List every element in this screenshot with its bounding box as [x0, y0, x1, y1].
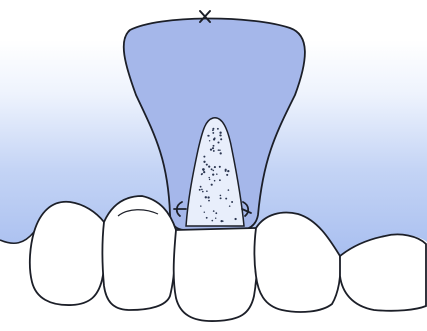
- graft-dot: [213, 150, 215, 152]
- graft-dot: [211, 184, 213, 186]
- graft-dot: [212, 170, 214, 172]
- graft-dot: [220, 135, 222, 137]
- graft-dot: [214, 180, 216, 182]
- graft-dot: [201, 189, 203, 191]
- graft-dot: [220, 152, 222, 154]
- graft-dot: [209, 140, 210, 141]
- graft-dot: [212, 128, 214, 130]
- graft-dot: [220, 195, 222, 197]
- graft-dot: [219, 179, 221, 181]
- graft-dot: [204, 211, 205, 212]
- graft-dot: [210, 149, 212, 151]
- lateral-incisor-left: [103, 196, 177, 310]
- graft-dot: [211, 168, 213, 170]
- graft-dot: [220, 197, 222, 199]
- graft-dot: [208, 200, 210, 202]
- graft-dot: [213, 210, 215, 212]
- graft-dot: [227, 170, 229, 172]
- graft-dot: [212, 147, 214, 149]
- graft-dot: [231, 201, 233, 203]
- graft-dot: [234, 218, 236, 220]
- graft-dot: [219, 132, 221, 134]
- graft-dot: [208, 177, 209, 178]
- graft-dot: [228, 189, 230, 191]
- graft-dot: [206, 164, 208, 166]
- graft-dot: [225, 169, 227, 171]
- graft-dot: [209, 179, 211, 181]
- graft-dot: [208, 166, 210, 168]
- graft-dot: [214, 166, 216, 168]
- graft-dot: [205, 196, 207, 198]
- graft-dot: [212, 173, 214, 175]
- graft-dot: [214, 137, 216, 139]
- graft-dot: [225, 198, 227, 200]
- graft-dot: [218, 149, 220, 151]
- graft-dot: [199, 189, 201, 191]
- graft-dot: [207, 196, 209, 198]
- graft-dot: [201, 173, 203, 175]
- graft-dot: [213, 145, 215, 147]
- graft-dot: [222, 220, 224, 222]
- graft-dot: [203, 156, 205, 158]
- graft-dot: [215, 212, 217, 214]
- graft-dot: [211, 220, 213, 222]
- graft-dot: [208, 135, 210, 137]
- graft-dot: [215, 217, 216, 218]
- graft-dot: [200, 205, 201, 206]
- graft-dot: [212, 129, 214, 131]
- canine-left: [30, 202, 106, 305]
- graft-dot: [216, 173, 218, 175]
- graft-dot: [219, 149, 221, 151]
- graft-dot: [203, 171, 205, 173]
- graft-dot: [229, 205, 231, 207]
- graft-dot: [206, 217, 208, 219]
- graft-dot: [217, 128, 219, 130]
- central-incisor: [174, 228, 258, 321]
- graft-dot: [200, 186, 202, 188]
- graft-dot: [202, 191, 204, 193]
- graft-dot: [220, 138, 222, 140]
- graft-dot: [206, 190, 208, 192]
- graft-dot: [217, 141, 219, 143]
- graft-dot: [219, 166, 221, 168]
- graft-dot: [226, 174, 228, 176]
- graft-dot: [212, 132, 214, 134]
- graft-dot: [202, 168, 204, 170]
- graft-dot: [203, 161, 205, 163]
